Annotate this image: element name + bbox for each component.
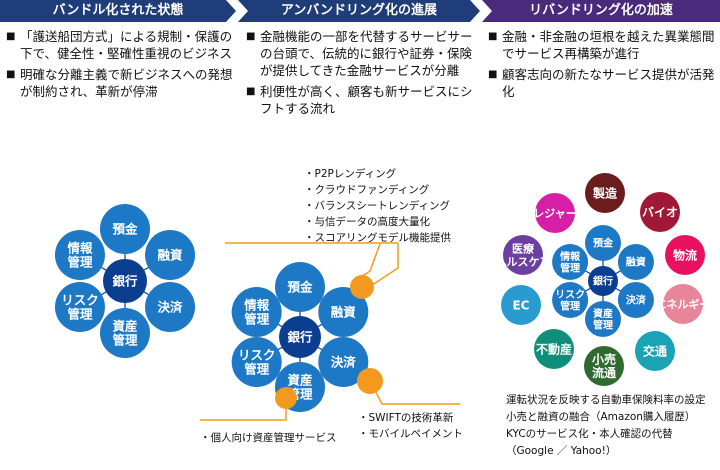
payment-note-2: ・モバイルペイメント — [358, 428, 463, 440]
unbundled-loan-node — [318, 287, 369, 337]
rebundling-point-1: 金融・非金融の垣根を越えた異業態間でサービス再構築が進行 — [488, 28, 716, 62]
industry-realestate-node — [534, 329, 574, 369]
bundled-point-2: 明確な分離主義で新ビジネスへの発想が制約され、革新が停滞 — [6, 66, 234, 100]
lending-note-1: ・P2Pレンディング — [304, 168, 397, 180]
bundled-deposit-node — [100, 204, 150, 254]
industry-retail-label: 小売流通 — [592, 351, 616, 380]
header-rebundling: リバンドリング化の加速 — [482, 0, 720, 22]
unbundled-deposit-node — [275, 262, 325, 312]
industry-logistics-label: 物流 — [673, 247, 697, 262]
header-unbundling: アンバンドリング化の進展 — [238, 0, 480, 22]
lending-split-dot — [350, 275, 374, 299]
industry-energy-label: エネルギー — [656, 297, 711, 311]
industry-leisure-label: レジャー — [533, 207, 576, 220]
rebundle-note-4: （Google ／ Yahoo!） — [506, 445, 617, 457]
bundled-loan-node — [145, 230, 196, 280]
bundled-loan-label: 融資 — [158, 248, 184, 263]
industry-manufacturing-label: 製造 — [592, 185, 618, 200]
bundled-risk-management-label: リスク管理 — [61, 292, 99, 321]
rebundled-bank-node — [588, 266, 618, 296]
rebundled-payment-node — [617, 282, 654, 318]
rebundled-risk-management-label: リスク管理 — [555, 289, 585, 313]
rebundled-bank-label: 銀行 — [593, 275, 613, 288]
industry-medical-node — [503, 235, 543, 275]
bundled-payment-node — [145, 282, 196, 332]
lending-notes: ・P2Pレンディング・クラウドファンディング・バランスシートレンディング・与信デ… — [304, 166, 451, 246]
rebundled-info-management-label: 情報管理 — [560, 250, 581, 275]
rebundled-payment-label: 決済 — [626, 294, 647, 307]
unbundled-risk-management-label: リスク管理 — [238, 347, 276, 376]
unbundling-point-1: 金融機能の一部を代替するサービサーの台頭で、伝統的に銀行や証券・保険が提供してき… — [246, 28, 474, 79]
rebundling-point-2: 顧客志向の新たなサービス提供が活発化 — [488, 66, 716, 100]
rebundled-deposit-label: 預金 — [593, 237, 614, 250]
rebundle-note-3: KYCのサービス化・本人確認の代替 — [506, 428, 673, 440]
industry-ec-label: EC — [512, 298, 529, 312]
lending-note-3: ・バランスシートレンディング — [304, 200, 451, 212]
lending-bracket-tail — [365, 243, 399, 290]
unbundling-point-2: 利便性が高く、顧客も新サービスにシフトする流れ — [246, 83, 474, 117]
industry-manufacturing-node — [585, 173, 625, 213]
unbundled-risk-management-node — [231, 337, 282, 387]
industry-ec-node — [501, 285, 541, 325]
industry-bio-node — [640, 192, 680, 232]
asset-notes: ・個人向け資産管理サービス — [200, 430, 337, 446]
payment-bracket — [369, 380, 460, 405]
rebundled-deposit-node — [585, 225, 621, 261]
lending-note-2: ・クラウドファンディング — [304, 184, 430, 196]
unbundled-loan-label: 融資 — [331, 305, 357, 320]
industry-leisure-node — [535, 193, 575, 233]
bundled-risk-management-node — [54, 282, 105, 332]
industry-energy-node — [663, 284, 703, 324]
payment-split-dot — [357, 368, 383, 394]
lending-note-5: ・スコアリングモデル機能提供 — [304, 232, 451, 244]
bundled-bank-label: 銀行 — [111, 274, 138, 289]
rebundle-note-2: 小売と融資の融合（Amazon購入履歴） — [506, 411, 696, 423]
unbundled-info-management-label: 情報管理 — [244, 297, 270, 326]
bundled-asset-management-node — [100, 308, 150, 358]
industry-retail-node — [584, 346, 624, 386]
header-bundled: バンドル化された状態 — [0, 0, 236, 22]
lending-note-4: ・与信データの高度大量化 — [304, 216, 430, 228]
asset-note-1: ・個人向け資産管理サービス — [200, 432, 337, 444]
asset-split-dot — [275, 387, 297, 409]
industry-traffic-label: 交通 — [643, 343, 667, 358]
rebundled-loan-node — [617, 244, 654, 280]
rebundled-info-management-node — [552, 244, 589, 280]
bundled-payment-label: 決済 — [158, 300, 184, 315]
rebundled-asset-management-label: 資産管理 — [593, 307, 613, 332]
payment-notes: ・SWIFTの技術革新・モバイルペイメント — [358, 410, 463, 442]
unbundled-payment-label: 決済 — [331, 355, 357, 370]
bundled-info-management-label: 情報管理 — [67, 240, 93, 269]
industry-bio-label: バイオ — [642, 205, 678, 219]
rebundled-loan-label: 融資 — [626, 256, 646, 269]
industry-traffic-node — [635, 331, 675, 371]
payment-note-1: ・SWIFTの技術革新 — [358, 412, 454, 424]
unbundled-payment-node — [318, 337, 369, 387]
bundled-info-management-node — [54, 230, 105, 280]
bundled-point-1: 「護送船団方式」による規制・保護の下で、健全性・堅確性重視のビジネス — [6, 28, 234, 62]
rebundling-description: 金融・非金融の垣根を越えた異業態間でサービス再構築が進行 顧客志向の新たなサービ… — [488, 28, 716, 104]
unbundled-bank-node — [279, 316, 321, 358]
unbundled-info-management-node — [231, 287, 282, 337]
unbundled-bank-label: 銀行 — [286, 330, 313, 345]
bundled-description: 「護送船団方式」による規制・保護の下で、健全性・堅確性重視のビジネス 明確な分離… — [6, 28, 234, 104]
asset-bracket — [200, 398, 287, 421]
bundled-bank-node — [103, 259, 147, 303]
rebundling-examples: 運転状況を反映する自動車保険料率の設定小売と融資の融合（Amazon購入履歴） K… — [506, 392, 706, 460]
industry-medical-label: 医療ヘルスケア — [496, 242, 551, 269]
industry-realestate-label: 不動産 — [536, 341, 572, 356]
rebundled-risk-management-node — [552, 282, 589, 318]
unbundling-description: 金融機能の一部を代替するサービサーの台頭で、伝統的に銀行や証券・保険が提供してき… — [246, 28, 474, 121]
rebundled-asset-management-node — [585, 301, 621, 337]
industry-logistics-node — [665, 235, 705, 275]
bundled-deposit-label: 預金 — [112, 222, 138, 237]
rebundle-note-1: 運転状況を反映する自動車保険料率の設定 — [506, 394, 706, 406]
unbundled-deposit-label: 預金 — [287, 280, 313, 295]
bundled-asset-management-label: 資産管理 — [112, 318, 138, 347]
